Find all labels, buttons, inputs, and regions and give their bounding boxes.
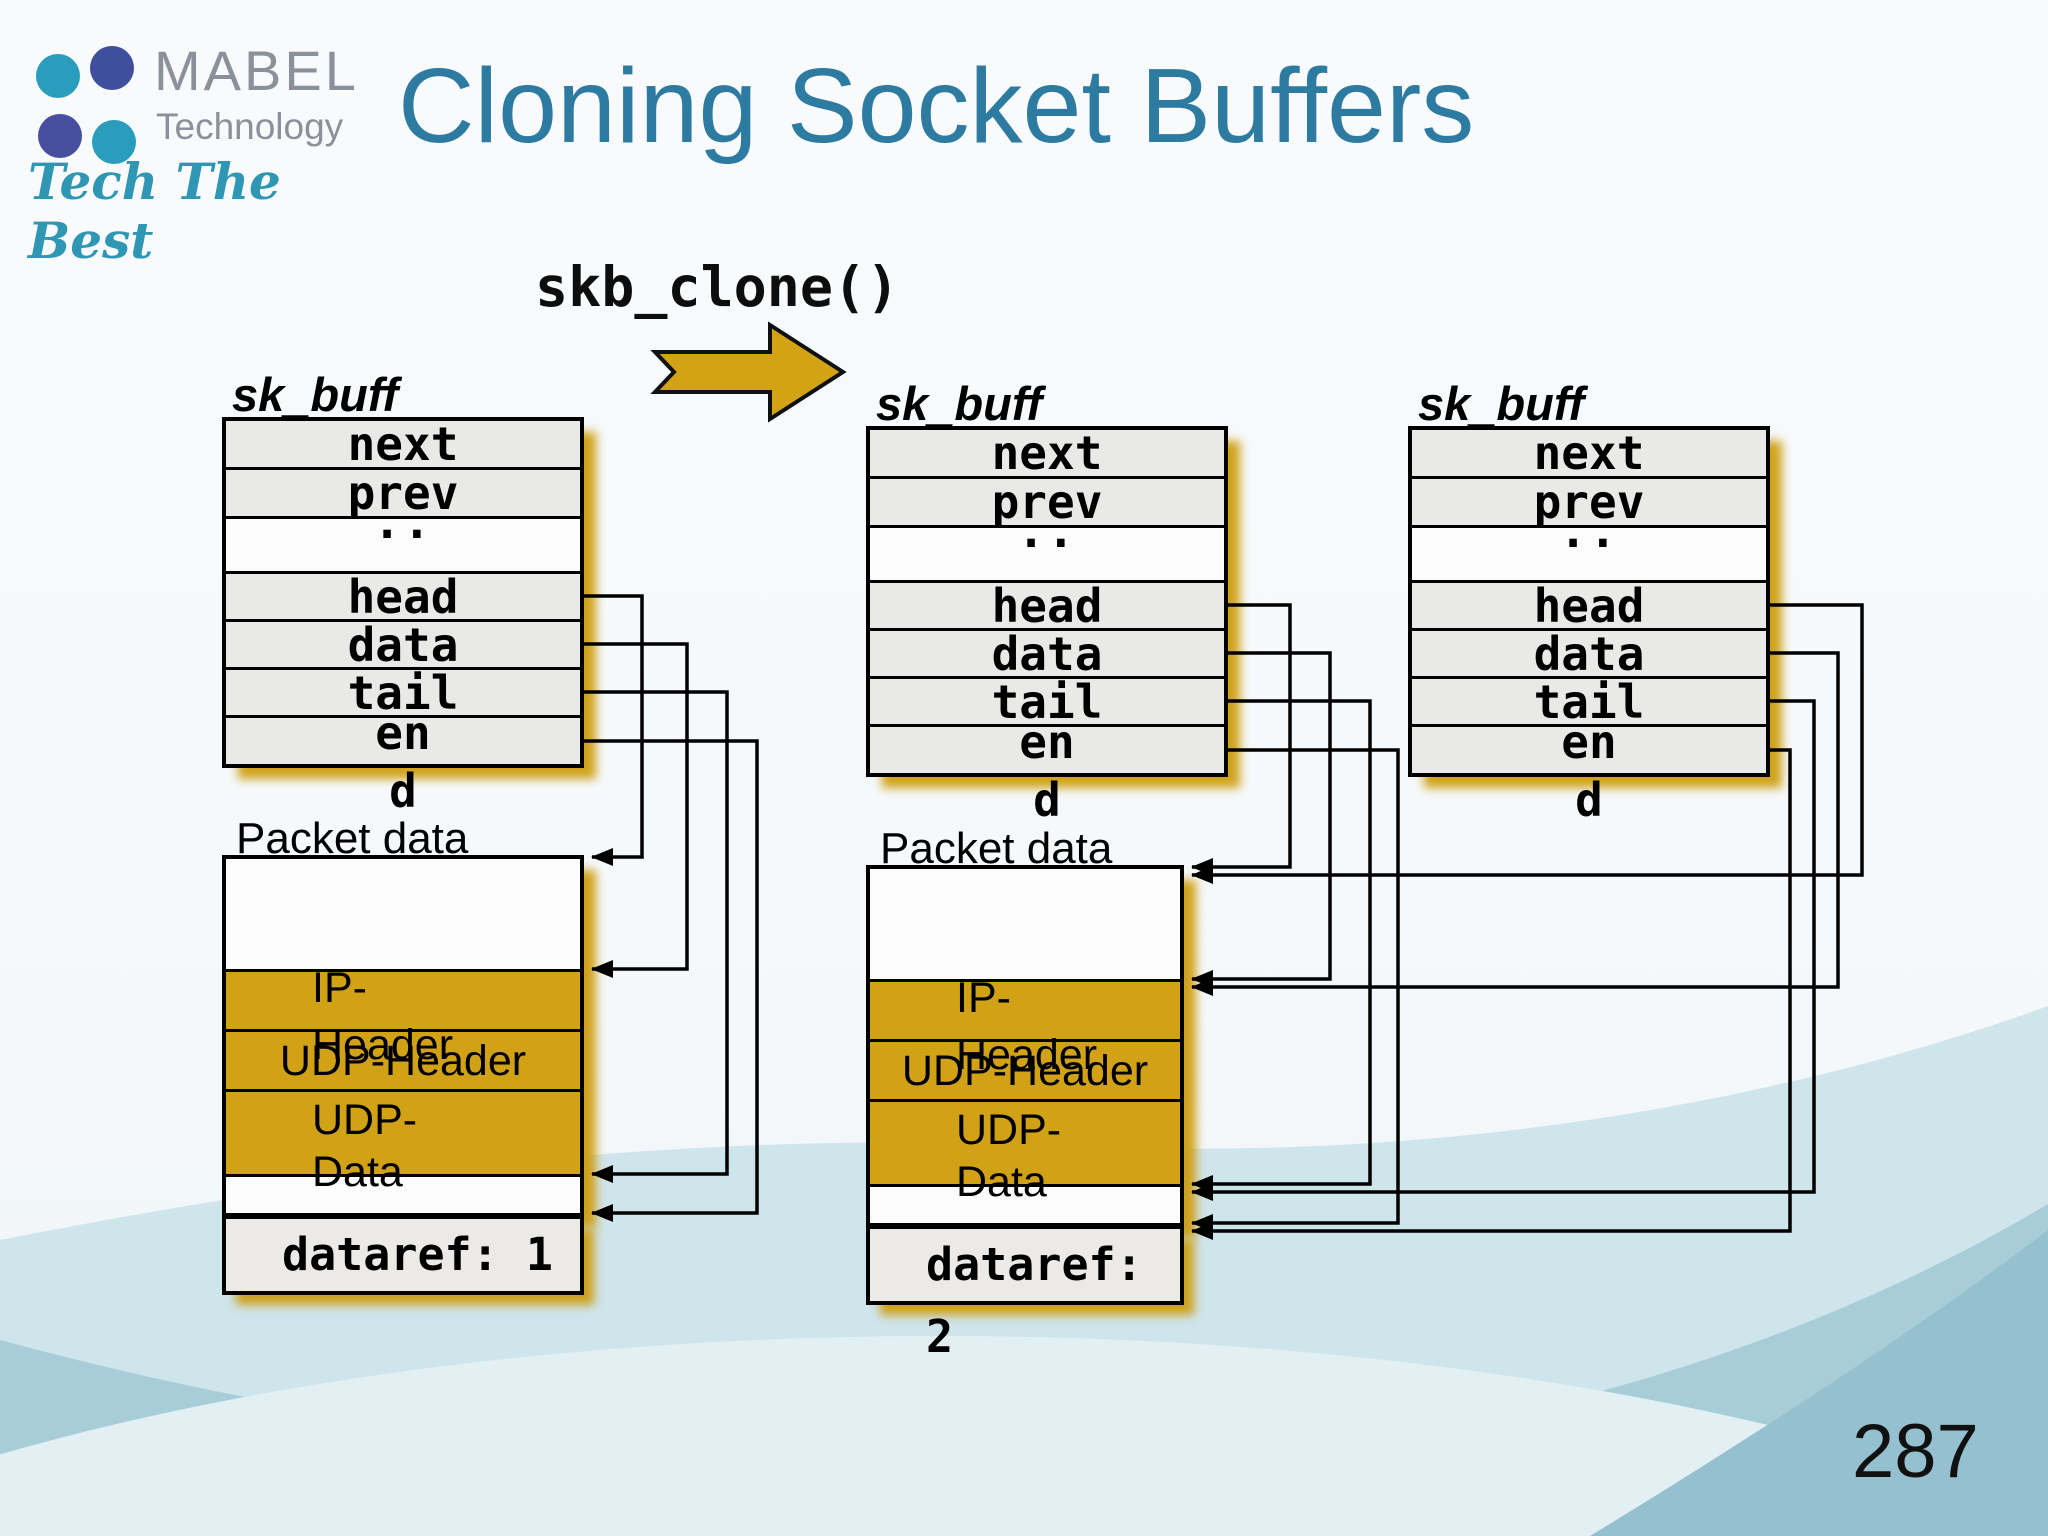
sk-buff-struct-clone-b: sk_buff next prev .. head data tail end [1408,377,1770,827]
field-next: next [347,417,459,471]
headroom-section [870,869,1180,979]
logo-company-name: MABEL [154,39,359,102]
field-end: end [1412,715,1766,827]
field-data: data [870,628,1224,677]
logo-tagline: Tech The Best [28,152,281,270]
slide-title: Cloning Socket Buffers [398,47,1475,165]
field-end: end [226,706,580,818]
struct-name: sk_buff [876,377,1043,430]
logo-dot-icon [36,54,80,98]
field-ellipsis: .. [870,508,1224,580]
udp-header-section: UDP-Header [870,1039,1180,1099]
udp-data-section: UDP-Data [870,1099,1180,1206]
sk-buff-struct-clone-a: sk_buff next prev .. head data tail end [866,377,1228,827]
sk-buff-struct-original: sk_buff next prev .. head data tail end [222,368,584,818]
dataref-box-2: dataref: 2 [866,1225,1184,1363]
function-label: skb_clone() [535,255,900,319]
field-tail: tail [226,667,580,716]
dataref-box-1: dataref: 1 [222,1215,584,1295]
udp-header-section: UDP-Header [226,1029,580,1089]
logo-dot-icon [38,114,82,158]
field-ellipsis: .. [1412,508,1766,580]
logo-dot-icon [90,46,134,90]
packet-data-label: Packet data [236,814,469,863]
field-ellipsis: .. [226,499,580,571]
tailroom-section [870,1184,1180,1223]
packet-data-block-1: IP-Header UDP-Header UDP-Data [222,855,584,1217]
logo-division: Technology [156,106,344,147]
headroom-section [226,859,580,969]
field-prev: prev [1412,476,1766,525]
packet-data-label: Packet data [880,824,1113,873]
udp-data-section: UDP-Data [226,1089,580,1196]
company-logo: MABEL Technology Tech The Best [28,14,388,270]
field-head: head [1412,580,1766,629]
tailroom-section [226,1174,580,1213]
struct-name: sk_buff [232,368,399,421]
field-end: end [870,715,1224,827]
ip-header-section: IP-Header [226,964,580,1069]
field-prev: prev [226,467,580,516]
field-head: head [226,571,580,620]
logo-dot-icon [92,120,136,164]
page-number: 287 [1852,1409,1979,1494]
struct-name: sk_buff [1418,377,1585,430]
field-tail: tail [870,676,1224,725]
field-next: next [991,426,1103,480]
field-data: data [1412,628,1766,677]
field-prev: prev [870,476,1224,525]
packet-data-block-2: IP-Header UDP-Header UDP-Data [866,865,1184,1227]
ip-header-section: IP-Header [870,974,1180,1079]
field-head: head [870,580,1224,629]
field-next: next [1533,426,1645,480]
field-data: data [226,619,580,668]
